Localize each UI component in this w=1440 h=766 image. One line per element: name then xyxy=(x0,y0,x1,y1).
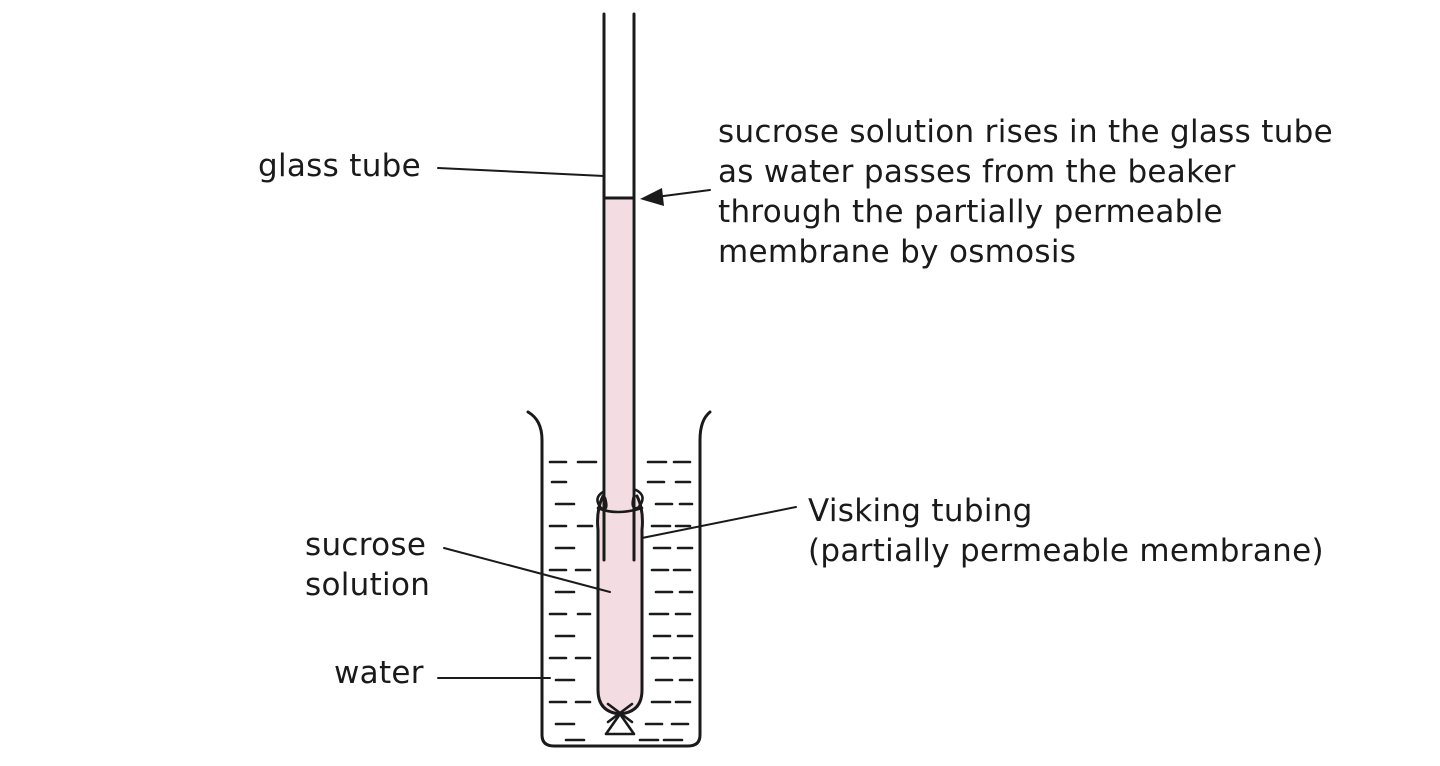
sucrose-line-2: solution xyxy=(305,567,431,603)
beaker xyxy=(526,410,712,748)
water-label-text: water xyxy=(334,655,424,691)
thread-tie xyxy=(596,488,644,514)
osmosis-rise-label: sucrose solution rises in the glass tube… xyxy=(718,112,1333,272)
visking-leader xyxy=(641,506,797,539)
visking-line-1: Visking tubing xyxy=(808,493,1033,529)
water-dashes xyxy=(548,460,694,742)
sucrose-solution-label: sucrose solution xyxy=(305,525,430,605)
glass-tube-leader xyxy=(437,167,605,177)
rise-arrow-shaft xyxy=(655,189,711,198)
sucrose-line-1: sucrose xyxy=(305,527,427,563)
visking-line-2: (partially permeable membrane) xyxy=(808,533,1324,569)
rise-arrow-head xyxy=(640,188,664,206)
bottom-knot xyxy=(604,702,636,736)
glass-tube-label-text: glass tube xyxy=(258,148,421,184)
rise-line-1: sucrose solution rises in the glass tube xyxy=(718,114,1333,150)
water-label: water xyxy=(334,653,424,693)
glass-tube-label: glass tube xyxy=(258,146,421,186)
rise-line-2: as water passes from the beaker xyxy=(718,154,1236,190)
rise-line-4: membrane by osmosis xyxy=(718,234,1077,270)
sucrose-leader xyxy=(443,547,611,593)
visking-tubing-label: Visking tubing (partially permeable memb… xyxy=(808,491,1324,571)
rise-line-3: through the partially permeable xyxy=(718,194,1223,230)
